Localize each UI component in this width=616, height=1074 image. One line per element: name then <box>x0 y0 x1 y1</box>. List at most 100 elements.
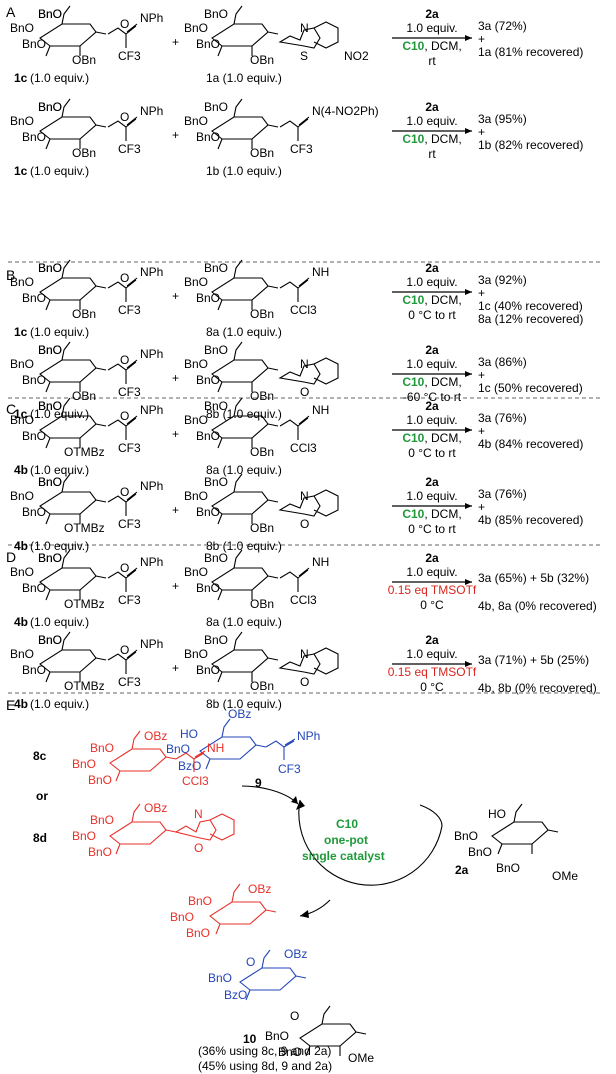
donor-nph: NPh <box>140 403 163 417</box>
product-line-1: 3a (72%) <box>478 19 527 33</box>
cond-equiv: 1.0 equiv. <box>406 647 457 661</box>
donor-bno-3: BnO <box>22 291 46 305</box>
acceptor-bno-1: BnO <box>204 7 228 21</box>
acceptor-obn: OBn <box>250 445 274 459</box>
donor-o2-group: OBn <box>72 307 96 321</box>
compound-label-9: 9 <box>255 776 262 790</box>
e-8c-bno3: BnO <box>88 773 112 787</box>
acceptor-bno-2: BnO <box>184 114 208 128</box>
donor-label: 4b <box>14 615 28 629</box>
product-line-2: + <box>478 286 485 300</box>
acceptor-label: 8a (1.0 equiv.) <box>206 615 282 629</box>
donor-nph: NPh <box>140 555 163 569</box>
p10-o: O <box>246 955 255 969</box>
product-line-1: 3a (65%) + 5b (32%) <box>478 571 589 585</box>
donor-cf3: CF3 <box>118 593 141 607</box>
acceptor-obn: OBn <box>250 521 274 535</box>
acceptor-ccl3: CCl3 <box>290 303 317 317</box>
acceptor-n: N <box>300 647 309 661</box>
product-line-2: + <box>478 500 485 514</box>
product-line-3: 1c (50% recovered) <box>478 381 583 395</box>
or-label: or <box>36 789 48 803</box>
acceptor-bno-1: BnO <box>204 100 228 114</box>
catalyst-line-2: one-pot <box>324 833 368 847</box>
donor-bno-2: BnO <box>10 647 34 661</box>
product-line-1: 3a (92%) <box>478 273 527 287</box>
e-9-bzo: BzO <box>178 759 201 773</box>
donor-anomeric-o: O <box>120 561 129 575</box>
donor-anomeric-o: O <box>120 353 129 367</box>
cond-acceptor: 2a <box>425 551 439 565</box>
donor-label: 1c <box>14 71 28 85</box>
plus-sign: + <box>172 427 179 441</box>
acceptor-label: 8a (1.0 equiv.) <box>206 463 282 477</box>
donor-bno-2: BnO <box>10 489 34 503</box>
cond-catalyst: 0.15 eq TMSOTf <box>388 665 477 679</box>
donor-o2-group: OTMBz <box>64 679 105 693</box>
donor-bno-2: BnO <box>10 413 34 427</box>
e-2a-ome: OMe <box>552 869 578 883</box>
acceptor-bno-2: BnO <box>184 357 208 371</box>
cond-equiv: 1.0 equiv. <box>406 413 457 427</box>
cond-acceptor: 2a <box>425 100 439 114</box>
cond-temp: rt <box>428 147 436 161</box>
plus-sign: + <box>172 35 179 49</box>
cond-acceptor: 2a <box>425 261 439 275</box>
acceptor-heteroatom: O <box>300 675 309 689</box>
donor-bno-1: BnO <box>38 633 62 647</box>
section-label-e: E <box>6 697 15 713</box>
cond-acceptor: 2a <box>425 475 439 489</box>
acceptor-bno-3: BnO <box>196 373 220 387</box>
plus-sign: + <box>172 503 179 517</box>
donor-o2-group: OTMBz <box>64 445 105 459</box>
acceptor-obn: OBn <box>250 307 274 321</box>
donor-equiv: (1.0 equiv.) <box>30 697 89 711</box>
section-label-d: D <box>6 549 16 565</box>
donor-bno-3: BnO <box>22 373 46 387</box>
section-label-b: B <box>6 267 15 283</box>
acceptor-bno-1: BnO <box>204 475 228 489</box>
donor-bno-2: BnO <box>10 357 34 371</box>
donor-nph: NPh <box>140 347 163 361</box>
e-2a-bno2: BnO <box>468 845 492 859</box>
product-line-3: 1a (81% recovered) <box>478 45 583 59</box>
acceptor-label: 1a (1.0 equiv.) <box>206 71 282 85</box>
acceptor-no2: NO2 <box>344 49 369 63</box>
donor-o2-group: OTMBz <box>64 597 105 611</box>
donor-label: 1c <box>14 325 28 339</box>
acceptor-label: 8b (1.0 equiv.) <box>206 697 282 711</box>
cond-equiv: 1.0 equiv. <box>406 489 457 503</box>
section-label-a: A <box>6 4 16 20</box>
acceptor-label: 8b (1.0 equiv.) <box>206 539 282 553</box>
donor-bno-3: BnO <box>22 581 46 595</box>
e-8d-bno3: BnO <box>88 845 112 859</box>
donor-cf3: CF3 <box>118 675 141 689</box>
donor-equiv: (1.0 equiv.) <box>30 325 89 339</box>
acceptor-label: 8a (1.0 equiv.) <box>206 325 282 339</box>
acceptor-bno-1: BnO <box>204 261 228 275</box>
yield-line-2: (45% using 8d, 9 and 2a) <box>198 1059 332 1073</box>
donor-bno-3: BnO <box>22 505 46 519</box>
catalyst-line-1: C10 <box>336 817 358 831</box>
donor-bno-1: BnO <box>38 261 62 275</box>
cond-catalyst: 0.15 eq TMSOTf <box>388 583 477 597</box>
cond-equiv: 1.0 equiv. <box>406 565 457 579</box>
cycle-arrow <box>298 799 443 886</box>
cond-equiv: 1.0 equiv. <box>406 114 457 128</box>
acceptor-n: N <box>300 21 309 35</box>
panel-e: HO OBz BnO BzO NPh CF3 9 8c BnO BnO BnO … <box>33 707 578 1073</box>
cond-temp: 0 °C to rt <box>408 308 456 322</box>
plus-sign: + <box>172 661 179 675</box>
donor-cf3: CF3 <box>118 441 141 455</box>
donor-cf3: CF3 <box>118 385 141 399</box>
donor-bno-3: BnO <box>22 130 46 144</box>
cond-acceptor: 2a <box>425 343 439 357</box>
e-8d-bno2: BnO <box>72 829 96 843</box>
product-line-1: 3a (71%) + 5b (25%) <box>478 653 589 667</box>
donor-cf3: CF3 <box>118 142 141 156</box>
donor-bno-2: BnO <box>10 21 34 35</box>
e-8d-n: N <box>194 807 203 821</box>
catalyst-line-3: single catalyst <box>302 849 385 863</box>
